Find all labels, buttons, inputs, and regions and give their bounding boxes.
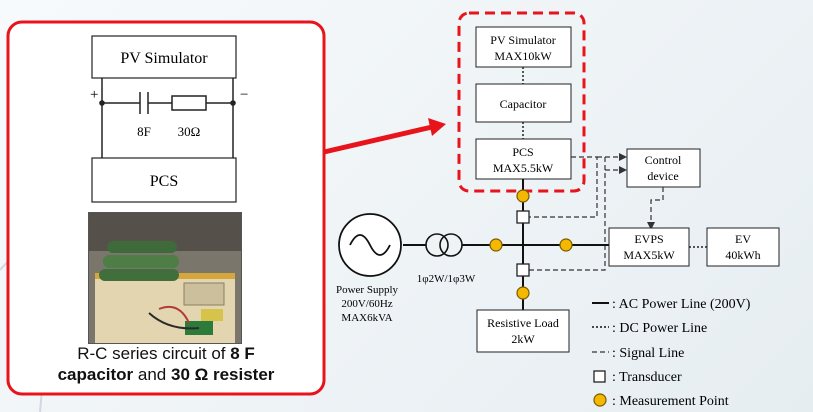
- sine-wave-icon: [349, 234, 391, 256]
- signal-arrow-to-evps: [647, 222, 655, 230]
- pcs-rating: MAX5.5kW: [493, 161, 554, 175]
- measurement-point-load: [516, 286, 530, 300]
- left-pv-simulator-box: [91, 35, 237, 79]
- right-node-dot: [230, 100, 236, 106]
- resistive-load-box: [476, 309, 570, 353]
- resistive-load-name: Resistive Load: [487, 316, 559, 330]
- signal-arrow-to-control-b: [619, 166, 627, 174]
- left-node-dot: [99, 100, 105, 106]
- caption-and: and: [133, 365, 171, 384]
- control-device-box: [626, 148, 701, 188]
- signal-lines: [523, 156, 664, 271]
- photo-illustration: [89, 213, 241, 343]
- ev-box: [706, 227, 780, 267]
- power-supply-label: Power Supply: [336, 284, 399, 296]
- control-device-line1: Control: [645, 153, 682, 167]
- transformer-label: 1φ2W/1φ3W: [417, 273, 476, 285]
- pcs-name: PCS: [512, 145, 533, 159]
- evps-box: [608, 227, 690, 267]
- left-pcs-label: PCS: [150, 173, 178, 190]
- legend-transducer-swatch: [593, 370, 606, 383]
- measurement-point-evps: [559, 238, 573, 252]
- transformer-coil-left: [425, 233, 449, 257]
- control-device-line2: device: [647, 169, 678, 183]
- highlight-arrow-line: [323, 124, 433, 155]
- evps-rating: MAX5kW: [623, 248, 675, 262]
- resistive-load-rating: 2kW: [511, 332, 535, 346]
- left-pv-simulator-label: PV Simulator: [120, 50, 208, 67]
- legend: : AC Power Line (200V) : DC Power Line :…: [592, 297, 751, 409]
- plus-sign: +: [90, 87, 98, 103]
- measurement-point-pcs: [516, 189, 530, 203]
- resistor-value: 30Ω: [178, 124, 201, 139]
- legend-measurement-label: : Measurement Point: [612, 394, 729, 409]
- evps-name: EVPS: [634, 232, 663, 246]
- pcs-box: [475, 138, 572, 180]
- transducer-load: [516, 263, 530, 277]
- capacitor-label: Capacitor: [500, 97, 547, 111]
- transducer-pcs: [516, 210, 530, 224]
- highlight-dashed-box: [457, 11, 586, 193]
- measurement-point-grid: [489, 238, 503, 252]
- power-supply-capacity: MAX6kVA: [341, 312, 392, 324]
- pv-simulator-box: [475, 26, 572, 68]
- capacitor-box: [475, 83, 572, 123]
- legend-transducer-label: : Transducer: [612, 370, 682, 385]
- caption-capacitor-word: capacitor: [57, 365, 134, 384]
- caption-cap-value: 8 F: [230, 344, 255, 363]
- legend-signal-label: : Signal Line: [612, 346, 684, 361]
- pv-simulator-name: PV Simulator: [490, 33, 555, 47]
- caption-resister-value: 30 Ω resister: [170, 365, 275, 384]
- highlight-arrow-head: [428, 118, 446, 136]
- left-panel-frame: [6, 20, 326, 396]
- signal-arrow-to-control-a: [619, 153, 627, 161]
- capacitor-value: 8F: [137, 124, 151, 139]
- rc-circuit-photo: [88, 212, 242, 344]
- ev-name: EV: [735, 232, 751, 246]
- power-supply-voltage: 200V/60Hz: [341, 298, 392, 310]
- minus-sign: −: [240, 87, 248, 103]
- left-pcs-box: [91, 157, 237, 203]
- caption-text-1: R-C series circuit of: [77, 344, 231, 363]
- measurement-points: [489, 189, 573, 300]
- photo-caption: R-C series circuit of 8 F capacitor and …: [8, 343, 324, 385]
- legend-dc-label: : DC Power Line: [612, 321, 707, 336]
- pv-simulator-rating: MAX10kW: [494, 49, 552, 63]
- rc-circuit: [101, 78, 234, 158]
- ac-power-lines: [403, 179, 609, 310]
- legend-measurement-swatch: [593, 393, 607, 407]
- legend-ac-label: : AC Power Line (200V): [612, 297, 751, 312]
- transformer-coil-right: [439, 233, 463, 257]
- ev-capacity: 40kWh: [725, 248, 760, 262]
